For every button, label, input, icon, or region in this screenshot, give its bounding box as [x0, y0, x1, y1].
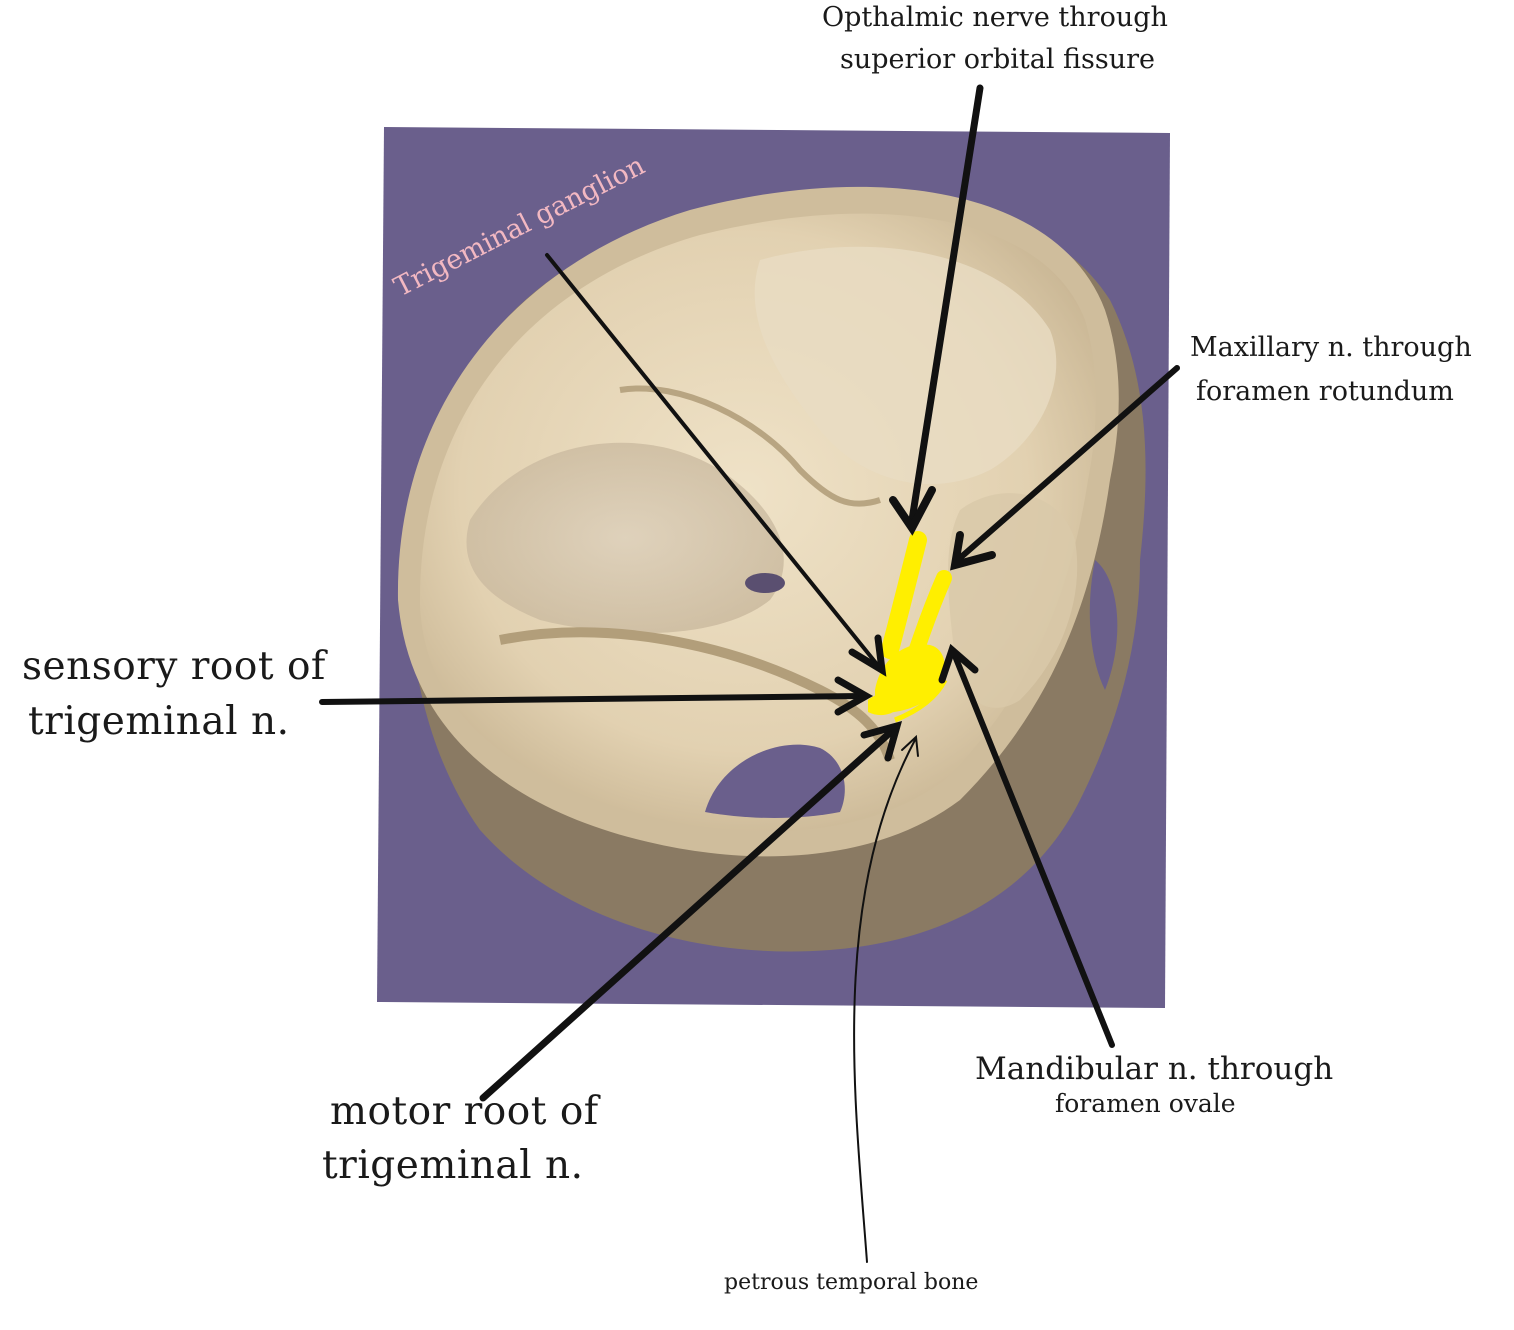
middle-fossa-right — [948, 493, 1078, 708]
motor-arrow-shaft — [479, 726, 897, 1102]
right-outer-gap — [1089, 560, 1118, 690]
maxillary-arrow-shaft — [957, 365, 1180, 561]
arrows — [319, 84, 1180, 1263]
mandibular-label-line1: Mandibular n. through — [975, 1051, 1334, 1087]
sensory-arrow-shaft — [319, 693, 865, 705]
motor-arrow-head — [860, 720, 903, 762]
ganglion-arrow-head — [848, 634, 887, 677]
maxillary-label-line1: Maxillary n. through — [1190, 332, 1472, 363]
mandibular-arrow-head — [938, 643, 979, 684]
mandibular-label-line2: foramen ovale — [1055, 1089, 1236, 1118]
mandibular-arrow-shaft — [952, 653, 1115, 1048]
ophthalmic-arrow-shaft — [908, 84, 984, 524]
ophthalmic-label-line2: superior orbital fissure — [840, 44, 1156, 75]
anterior-fossa — [754, 246, 1057, 485]
ophthalmic-arrow-head — [889, 486, 936, 536]
sensory-label-line2: trigeminal n. — [28, 699, 290, 744]
lesser-wing-ridge — [619, 385, 881, 507]
sensory-arrow-head — [834, 676, 874, 716]
petrous-arrow-head — [901, 734, 919, 757]
motor-label-line2: trigeminal n. — [322, 1143, 584, 1188]
foramen-magnum-opening — [705, 744, 845, 818]
petrous-label: petrous temporal bone — [724, 1270, 979, 1295]
ganglion-arrow-shaft — [545, 253, 882, 670]
petrous-ridge — [499, 627, 895, 762]
petrous-arrow-shaft — [853, 739, 916, 1263]
maxillary-arrow-head — [950, 531, 996, 571]
ophthalmic-label-line1: Opthalmic nerve through — [822, 2, 1168, 33]
small-foramen — [745, 573, 785, 593]
motor-label-line1: motor root of — [330, 1089, 599, 1134]
sensory-label-line1: sensory root of — [22, 644, 326, 689]
maxillary-label-line2: foramen rotundum — [1196, 376, 1454, 407]
trigeminal-nerve-highlight — [868, 531, 952, 723]
middle-fossa-left — [466, 442, 784, 634]
